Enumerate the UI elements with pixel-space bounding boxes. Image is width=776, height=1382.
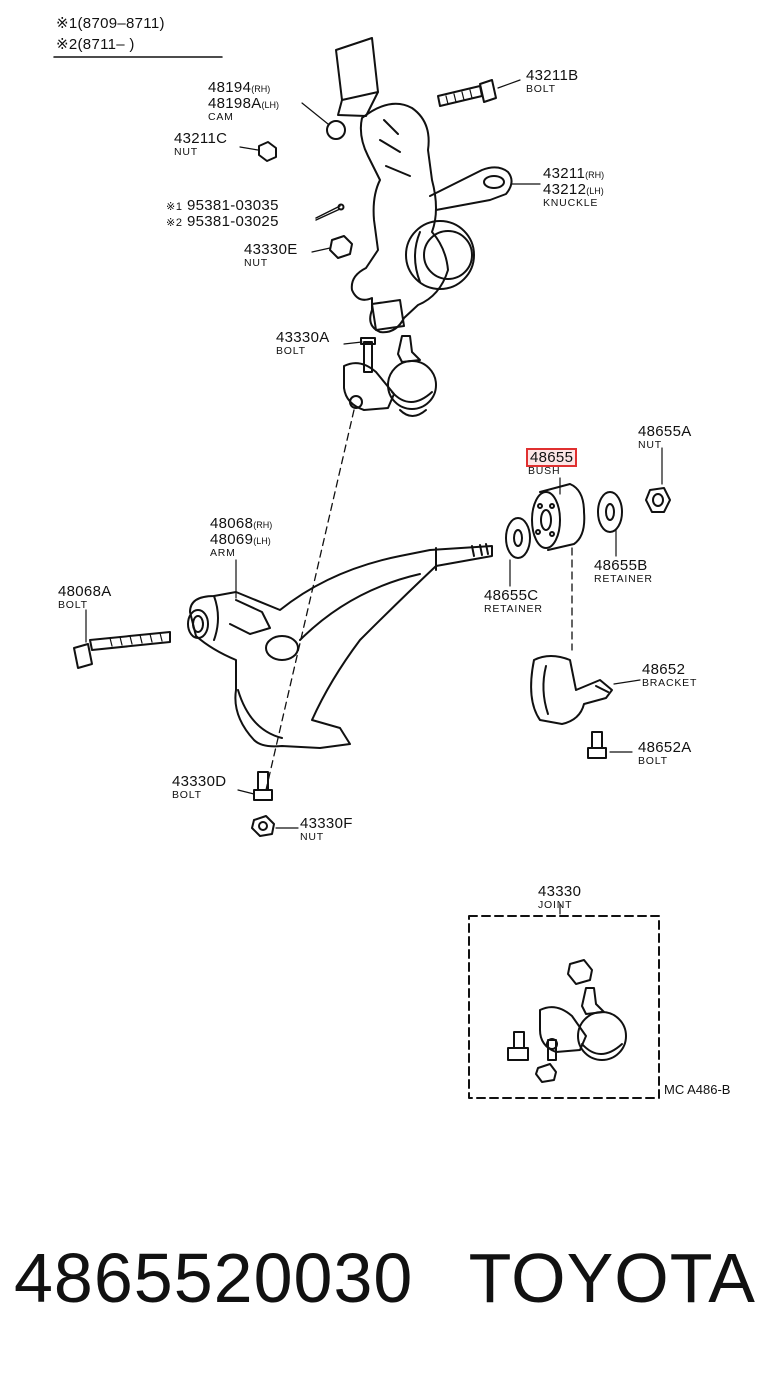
part-label-95381-a: ※1 95381-03035: [166, 198, 279, 214]
part-desc-48655b: RETAINER: [594, 573, 653, 585]
part-number-43330d: 43330D: [172, 773, 227, 790]
part-desc-43211c: NUT: [174, 146, 198, 158]
part-desc-43211b: BOLT: [526, 83, 556, 95]
part-number-48652a: 48652A: [638, 739, 692, 756]
legend-mark-2: ※2: [56, 36, 78, 53]
part-label-95381-b: ※2 95381-03025: [166, 214, 279, 230]
part-desc-48198a: CAM: [208, 111, 234, 123]
part-desc-48655a: NUT: [638, 439, 662, 451]
footer-part-number: 4865520030: [14, 1239, 414, 1317]
part-number: 48069: [210, 531, 254, 548]
part-number: 95381-03025: [187, 213, 279, 230]
part-mark: ※2: [166, 217, 183, 229]
part-desc-43330d: BOLT: [172, 789, 202, 801]
part-desc-43330: JOINT: [538, 899, 573, 911]
part-number: 95381-03035: [187, 197, 279, 214]
part-number-48655b: 48655B: [594, 557, 648, 574]
part-side: (LH): [253, 536, 271, 546]
joint-detail-box: [468, 903, 660, 1099]
footer: 4865520030 TOYOTA: [14, 1238, 764, 1318]
part-label-43211: 43211(RH): [543, 166, 604, 182]
legend-mark-1: ※1: [56, 15, 78, 32]
diagram-code: MC A486-B: [664, 1082, 731, 1097]
part-desc-43212: KNUCKLE: [543, 197, 599, 209]
part-label-43212: 43212(LH): [543, 182, 604, 198]
part-side: (RH): [253, 520, 273, 530]
part-number-43330e: 43330E: [244, 241, 298, 258]
part-number-48655c: 48655C: [484, 587, 539, 604]
part-label-48194: 48194(RH): [208, 80, 270, 96]
part-side: (RH): [251, 84, 271, 94]
part-desc-48652a: BOLT: [638, 755, 668, 767]
part-side: (LH): [586, 186, 604, 196]
part-label-48068: 48068(RH): [210, 516, 272, 532]
part-number-43330f: 43330F: [300, 815, 353, 832]
part-number: 48194: [208, 79, 252, 96]
legend-line-1: ※1(8709–8711): [56, 16, 165, 31]
part-number-43211c: 43211C: [174, 130, 228, 147]
part-number: 48068: [210, 515, 254, 532]
part-label-48069: 48069(LH): [210, 532, 271, 548]
part-side: (RH): [585, 170, 605, 180]
part-side: (LH): [261, 100, 280, 110]
part-label-48198a: 48198A(LH): [208, 96, 279, 112]
bush-drawing: [505, 447, 671, 587]
lower-arm-drawing: [73, 543, 493, 749]
part-desc-48069: ARM: [210, 547, 236, 559]
knuckle-drawing: [239, 37, 541, 334]
footer-brand: TOYOTA: [468, 1239, 756, 1317]
part-mark: ※1: [166, 201, 183, 213]
legend-range-2: (8711– ): [77, 36, 135, 53]
part-desc-43330f: NUT: [300, 831, 324, 843]
bracket-drawing: [530, 655, 641, 759]
legend-line-2: ※2(8711– ): [56, 37, 135, 52]
part-number-43211b: 43211B: [526, 67, 579, 84]
legend-range-1: (8709–8711): [77, 15, 165, 32]
part-desc-48652: BRACKET: [642, 677, 698, 689]
nut-43330f-drawing: [251, 815, 299, 837]
part-desc-48655: BUSH: [528, 465, 561, 477]
part-number-43330a: 43330A: [276, 329, 330, 346]
part-desc-43330a: BOLT: [276, 345, 306, 357]
part-number: 43211: [543, 165, 586, 182]
part-number-48655a: 48655A: [638, 423, 692, 440]
part-number-48655-highlighted: 48655: [525, 448, 578, 467]
part-number-48068a: 48068A: [58, 583, 112, 600]
part-desc-43330e: NUT: [244, 257, 268, 269]
part-desc-48068a: BOLT: [58, 599, 88, 611]
part-desc-48655c: RETAINER: [484, 603, 543, 615]
bolt-43330d-drawing: [237, 771, 273, 801]
ball-joint-drawing: [343, 335, 437, 417]
part-number-43330: 43330: [538, 883, 582, 900]
part-number: 43212: [543, 181, 587, 198]
part-number-48652: 48652: [642, 661, 686, 678]
part-number: 48198A: [208, 95, 262, 112]
